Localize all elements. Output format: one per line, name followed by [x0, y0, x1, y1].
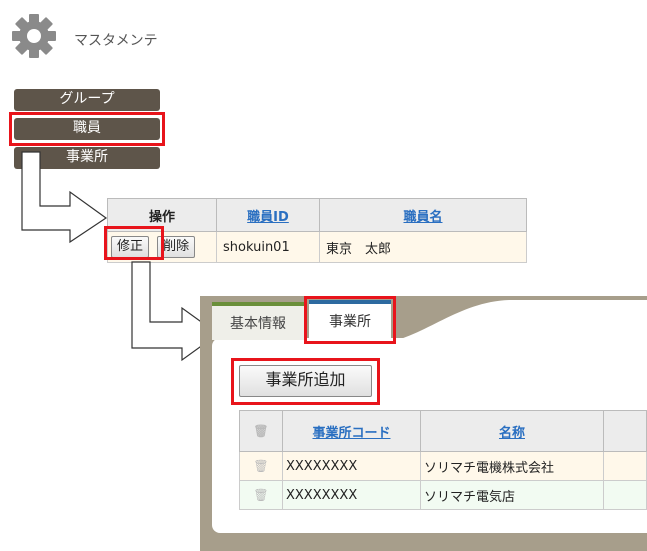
trash-icon: 🗑	[253, 423, 269, 438]
highlight-staff	[9, 112, 165, 146]
table-row: 🗑 XXXXXXXX ソリマチ電機株式会社	[239, 451, 647, 481]
table-row: 修正 削除 shokuin01 東京 太郎	[107, 231, 527, 263]
office-code-cell: XXXXXXXX	[282, 451, 421, 481]
nav-group-button[interactable]: グループ	[14, 89, 160, 111]
office-name-cell: ソリマチ電気店	[420, 480, 604, 510]
office-code-cell: XXXXXXXX	[282, 480, 421, 510]
gear-icon	[12, 14, 56, 58]
office-name-cell: ソリマチ電機株式会社	[420, 451, 604, 481]
trash-icon[interactable]: 🗑	[253, 487, 269, 502]
tab-basic-info[interactable]: 基本情報	[212, 302, 304, 340]
office-table: 🗑 事業所コード 名称 🗑 XXXXXXXX ソリマチ電機株式会社 🗑 XXXX…	[239, 410, 647, 510]
nav-staff-button[interactable]: 職員	[14, 118, 160, 140]
highlight-edit	[104, 226, 164, 260]
col-office-code[interactable]: 事業所コード	[282, 410, 421, 452]
col-staff-id[interactable]: 職員ID	[216, 198, 320, 232]
col-office-name[interactable]: 名称	[420, 410, 604, 452]
nav-office-button[interactable]: 事業所	[14, 147, 160, 169]
staff-name-cell: 東京 太郎	[319, 231, 527, 263]
col-staff-name[interactable]: 職員名	[319, 198, 527, 232]
add-office-button[interactable]: 事業所追加	[239, 365, 372, 397]
table-row: 🗑 XXXXXXXX ソリマチ電気店	[239, 480, 647, 510]
highlight-tab	[304, 296, 396, 344]
delete-button[interactable]: 削除	[157, 236, 196, 258]
col-trash: 🗑	[239, 410, 283, 452]
tab-office[interactable]: 事業所	[309, 300, 391, 338]
col-extra	[603, 410, 647, 452]
panel-wave	[360, 300, 647, 346]
page-title: マスタメンテ	[74, 33, 158, 49]
staff-id-cell: shokuin01	[216, 231, 320, 263]
arrow-1	[21, 151, 108, 244]
highlight-add	[231, 358, 380, 405]
trash-icon[interactable]: 🗑	[253, 458, 269, 473]
staff-table: 操作 職員ID 職員名 修正 削除 shokuin01 東京 太郎	[107, 198, 527, 263]
